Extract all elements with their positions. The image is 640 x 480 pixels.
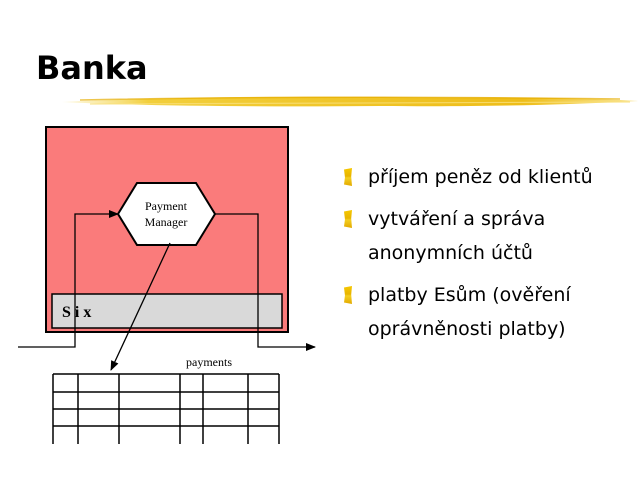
six-label: S i x <box>62 304 91 321</box>
payment-manager-label-line2: Manager <box>145 215 188 229</box>
bullet-text-line2: oprávněnosti platby) <box>368 318 566 340</box>
bullet-text-line2: anonymních účtů <box>368 242 533 264</box>
outgoing-flow-line <box>214 213 316 351</box>
bullet-marker-icon <box>344 286 352 304</box>
six-layer-bar <box>51 293 283 329</box>
incoming-flow-line <box>18 210 119 348</box>
title-underline-brush <box>62 96 638 107</box>
bullet-text-line1: vytváření a správa <box>368 208 546 230</box>
payments-table <box>52 373 280 444</box>
slide-title: Banka <box>36 49 148 87</box>
payments-arrow <box>110 242 171 371</box>
payment-manager-node <box>116 182 217 246</box>
payments-label: payments <box>186 355 232 369</box>
bullet-item: příjem peněz od klientů <box>342 160 637 194</box>
bullet-text: příjem peněz od klientů <box>368 166 593 188</box>
bullet-marker-icon <box>344 210 352 228</box>
bullet-list: příjem peněz od klientů vytváření a sprá… <box>342 160 637 354</box>
bullet-item: platby Esům (ověření oprávněnosti platby… <box>342 278 637 346</box>
bullet-item: vytváření a správa anonymních účtů <box>342 202 637 270</box>
bullet-marker-icon <box>344 168 352 186</box>
bullet-text-line1: platby Esům (ověření <box>368 284 571 306</box>
payment-manager-label-line1: Payment <box>145 199 188 213</box>
